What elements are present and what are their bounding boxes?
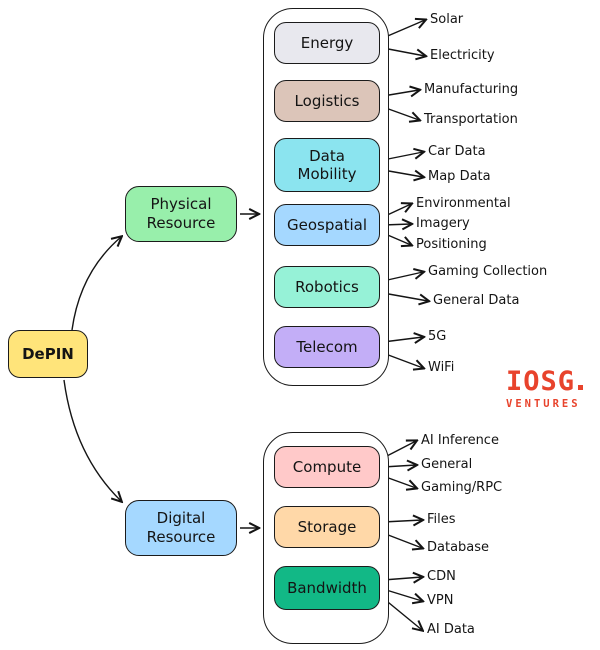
arrow-energy-solar <box>382 20 425 39</box>
physical-group-container <box>263 8 389 386</box>
node-data-mobility-label: Data Mobility <box>297 147 357 183</box>
leaf-cdn: CDN <box>427 569 456 584</box>
node-telecom: Telecom <box>274 326 380 368</box>
node-storage: Storage <box>274 506 380 548</box>
leaf-general: General <box>421 457 473 472</box>
node-digital-resource: Digital Resource <box>125 500 237 556</box>
leaf-transportation: Transportation <box>424 112 518 127</box>
iosg-ventures-logo: IOSG VENTURES <box>506 368 583 410</box>
node-depin: DePIN <box>8 330 88 378</box>
iosg-logo-subtitle: VENTURES <box>506 398 581 410</box>
arrow-depin-digital <box>63 379 121 501</box>
leaf-files: Files <box>427 512 456 527</box>
node-logistics: Logistics <box>274 80 380 122</box>
node-geospatial-label: Geospatial <box>287 216 367 234</box>
node-geospatial: Geospatial <box>274 204 380 246</box>
node-robotics-label: Robotics <box>295 278 359 296</box>
arrow-telecom-5g <box>382 337 423 342</box>
node-bandwidth: Bandwidth <box>274 566 380 610</box>
leaf-imagery: Imagery <box>416 216 470 231</box>
leaf-manufacturing: Manufacturing <box>424 82 519 97</box>
leaf-vpn: VPN <box>427 593 454 608</box>
node-bandwidth-label: Bandwidth <box>287 579 367 597</box>
node-robotics: Robotics <box>274 266 380 308</box>
arrow-telecom-wifi <box>382 352 423 368</box>
arrow-robotics-gaming <box>382 272 423 282</box>
leaf-environmental: Environmental <box>416 196 511 211</box>
node-physical-resource-label: Physical Resource <box>146 195 216 232</box>
arrow-energy-electricity <box>382 47 425 56</box>
node-depin-label: DePIN <box>22 344 74 363</box>
leaf-solar: Solar <box>430 12 464 27</box>
node-energy-label: Energy <box>300 34 354 52</box>
node-data-mobility: Data Mobility <box>274 138 380 192</box>
node-compute-label: Compute <box>292 458 362 476</box>
leaf-gaming-rpc: Gaming/RPC <box>421 480 503 495</box>
leaf-gaming-collection: Gaming Collection <box>428 264 548 279</box>
node-telecom-label: Telecom <box>296 338 358 356</box>
leaf-map-data: Map Data <box>428 169 491 184</box>
node-storage-label: Storage <box>297 518 357 536</box>
arrow-robotics-general <box>382 292 428 301</box>
leaf-database: Database <box>427 540 490 555</box>
leaf-car-data: Car Data <box>428 144 486 159</box>
leaf-electricity: Electricity <box>430 48 495 63</box>
node-compute: Compute <box>274 446 380 488</box>
node-logistics-label: Logistics <box>294 92 360 110</box>
arrow-datamobility-cardata <box>382 152 423 161</box>
iosg-logo-wordmark: IOSG <box>506 368 583 395</box>
leaf-ai-data: AI Data <box>427 622 475 637</box>
node-physical-resource: Physical Resource <box>125 186 237 242</box>
arrow-depin-physical <box>71 237 121 331</box>
leaf-general-data: General Data <box>433 293 520 308</box>
node-digital-resource-label: Digital Resource <box>146 509 216 546</box>
arrow-datamobility-mapdata <box>382 169 423 177</box>
leaf-wifi: WiFi <box>428 360 455 375</box>
node-energy: Energy <box>274 22 380 64</box>
leaf-5g: 5G <box>428 329 447 344</box>
leaf-positioning: Positioning <box>416 237 487 252</box>
leaf-ai-inference: AI Inference <box>421 433 499 448</box>
